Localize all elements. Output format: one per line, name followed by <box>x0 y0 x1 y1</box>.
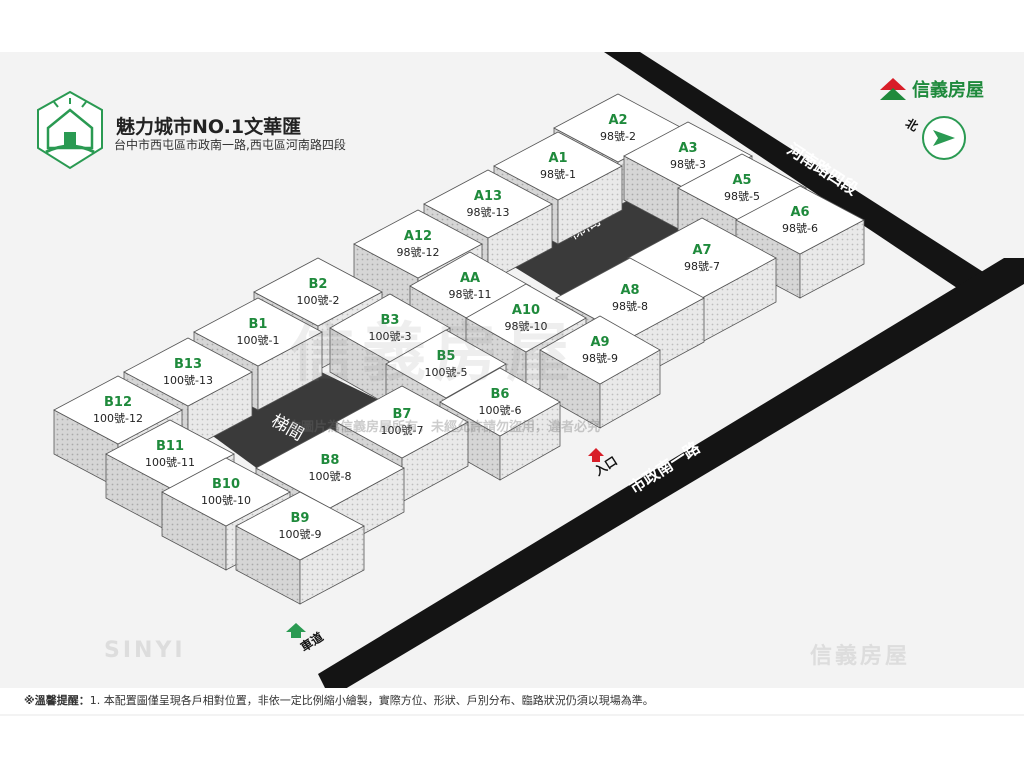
unit-code: B1 <box>249 317 268 332</box>
unit-code: A7 <box>692 243 711 258</box>
unit-code: B3 <box>381 313 400 328</box>
brand-logo: 信義房屋 <box>880 76 984 102</box>
house-badge-icon <box>37 90 103 170</box>
unit-code: B6 <box>491 387 510 402</box>
unit-number: 98號-11 <box>449 288 492 301</box>
unit-number: 100號-8 <box>309 470 352 483</box>
compass: 北 <box>903 115 966 160</box>
unit-number: 98號-13 <box>467 206 510 219</box>
unit-code: B2 <box>309 277 328 292</box>
unit-number: 100號-6 <box>479 404 522 417</box>
unit-code: B10 <box>212 477 240 492</box>
unit-number: 98號-7 <box>684 260 720 273</box>
unit-code: A8 <box>620 283 639 298</box>
unit-code: A1 <box>548 151 567 166</box>
footer-label: ※溫馨提醒： <box>24 694 90 707</box>
unit-number: 100號-5 <box>425 366 468 379</box>
unit-number: 100號-3 <box>369 330 412 343</box>
unit-number: 98號-12 <box>397 246 440 259</box>
compass-arrow-icon <box>933 130 955 146</box>
unit-code: A2 <box>608 113 627 128</box>
project-logo <box>34 90 106 174</box>
unit-roof <box>123 337 253 407</box>
watermark-corner-left: SINYI <box>104 638 186 663</box>
unit-roof <box>385 329 507 399</box>
unit-code: A12 <box>404 229 432 244</box>
unit-code: B13 <box>174 357 202 372</box>
driveway-label: 車道 <box>297 629 325 655</box>
unit-roof <box>353 209 483 279</box>
footer-note: ※溫馨提醒：1. 本配置圖僅呈現各戶相對位置，非依一定比例縮小繪製，實際方位、形… <box>0 688 1024 714</box>
unit-roof <box>735 185 865 255</box>
unit-number: 98號-10 <box>505 320 548 333</box>
watermark-notice: 本圖片為信義房屋所有，未經允許請勿盜用，違者必究 <box>288 420 601 435</box>
unit-code: A6 <box>790 205 809 220</box>
unit-roof <box>235 491 365 561</box>
unit-number: 100號-1 <box>237 334 280 347</box>
driveway-arrow-icon <box>286 623 306 638</box>
unit-code: A9 <box>590 335 609 350</box>
unit-code: B5 <box>437 349 456 364</box>
unit-roof <box>423 169 553 239</box>
unit-number: 100號-13 <box>163 374 213 387</box>
unit-code: B12 <box>104 395 132 410</box>
unit-roof <box>335 385 469 459</box>
unit-roof <box>493 131 623 201</box>
unit-b9[interactable]: B9 100號-9 <box>235 491 365 605</box>
unit-code: AA <box>460 271 480 286</box>
project-address: 台中市西屯區市政南一路,西屯區河南路四段 <box>114 138 346 152</box>
unit-code: A10 <box>512 303 540 318</box>
project-title: 魅力城市NO.1文華匯 <box>116 116 302 138</box>
unit-number: 98號-9 <box>582 352 618 365</box>
unit-number: 98號-1 <box>540 168 576 181</box>
unit-code: B8 <box>321 453 340 468</box>
unit-a9[interactable]: A9 98號-9 <box>539 315 661 429</box>
unit-code: B9 <box>291 511 310 526</box>
unit-number: 98號-6 <box>782 222 818 235</box>
unit-roof <box>465 283 587 353</box>
unit-code: A13 <box>474 189 502 204</box>
unit-number: 100號-12 <box>93 412 143 425</box>
unit-number: 98號-5 <box>724 190 760 203</box>
brand-mark-icon <box>880 78 906 100</box>
compass-north-label: 北 <box>903 115 921 134</box>
footer-text: 1. 本配置圖僅呈現各戶相對位置，非依一定比例縮小繪製，實際方位、形狀、戶別分布… <box>89 694 654 707</box>
unit-number: 98號-3 <box>670 158 706 171</box>
unit-roof <box>539 315 661 385</box>
watermark-brand: 信義房屋 <box>290 317 578 391</box>
unit-number: 100號-9 <box>279 528 322 541</box>
unit-code: B11 <box>156 439 184 454</box>
unit-roof <box>439 367 561 437</box>
unit-roof <box>161 457 291 527</box>
unit-code: A5 <box>732 173 751 188</box>
unit-roof <box>53 375 183 445</box>
site-plan: 河南路四段 市政南一路 梯間 梯間 A298號-2A398號-3A198號-1A… <box>53 52 1024 698</box>
unit-number: 100號-7 <box>381 424 424 437</box>
entrance-marker[interactable]: 入口 <box>588 448 620 479</box>
unit-roof <box>193 297 323 367</box>
unit-number: 100號-10 <box>201 494 251 507</box>
unit-code: B7 <box>393 407 412 422</box>
entrance-arrow-icon <box>588 448 604 462</box>
driveway-marker[interactable]: 車道 <box>286 623 326 655</box>
unit-roof <box>253 257 383 327</box>
unit-number: 100號-11 <box>145 456 195 469</box>
unit-code: A3 <box>678 141 697 156</box>
watermark-corner-right: 信義房屋 <box>810 644 911 669</box>
unit-number: 98號-2 <box>600 130 636 143</box>
unit-number: 100號-2 <box>297 294 340 307</box>
map-canvas: 河南路四段 市政南一路 梯間 梯間 A298號-2A398號-3A198號-1A… <box>0 52 1024 716</box>
units-layer: A2 98號-2A3 98號-3 A1 98號-1 A5 98號-5 A13 98號-13 A6 9… <box>53 93 865 605</box>
brand-name: 信義房屋 <box>912 80 984 101</box>
unit-number: 98號-8 <box>612 300 648 313</box>
